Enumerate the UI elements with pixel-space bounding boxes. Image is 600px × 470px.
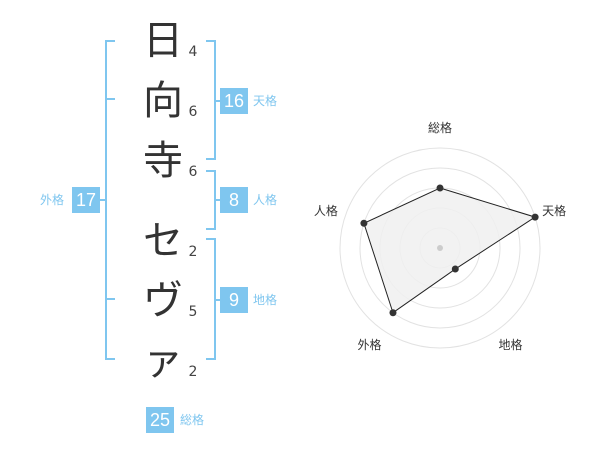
stroke-count: 2 [188, 364, 198, 380]
jinkaku-connector [214, 199, 220, 201]
radar-point [531, 213, 539, 221]
name-character: 向 [143, 78, 183, 124]
tenkaku-connector [214, 100, 220, 102]
radar-point [360, 219, 368, 227]
stroke-count: 5 [188, 304, 198, 320]
chikaku-bracket-tick [206, 358, 216, 360]
gaikaku-label: 外格 [40, 193, 65, 207]
outer-bracket-tick [105, 358, 115, 360]
outer-bracket-tick [105, 298, 115, 300]
soukaku-label: 総格 [180, 413, 205, 427]
name-character: ァ [143, 338, 183, 384]
tenkaku-value: 16 [220, 88, 248, 114]
radar-axis-label: 総格 [428, 120, 452, 135]
radar-points [360, 184, 539, 317]
radar-point [451, 265, 459, 273]
stroke-count: 4 [188, 44, 198, 60]
jinkaku-value: 8 [220, 187, 248, 213]
stroke-count: 6 [188, 104, 198, 120]
outer-bracket-tick [105, 40, 115, 42]
radar-center-dot [437, 245, 443, 251]
outer-bracket-line [105, 40, 107, 360]
tenkaku-bracket-tick [206, 158, 216, 160]
outer-bracket-tick [105, 98, 115, 100]
name-character: 日 [143, 18, 183, 64]
radar-axis-label: 外格 [357, 337, 381, 352]
stroke-count: 6 [188, 164, 198, 180]
radar-polygon [363, 187, 537, 314]
tenkaku-label: 天格 [253, 94, 278, 108]
chikaku-value: 9 [220, 287, 248, 313]
soukaku-value: 25 [146, 407, 174, 433]
name-character: 寺 [143, 138, 183, 184]
chikaku-connector [214, 299, 220, 301]
jinkaku-bracket-tick [206, 170, 216, 172]
jinkaku-bracket-tick [206, 228, 216, 230]
chikaku-bracket-tick [206, 238, 216, 240]
radar-ring [339, 147, 541, 349]
name-character: ヴ [143, 278, 183, 324]
jinkaku-label: 人格 [253, 193, 278, 207]
radar-axis-label: 人格 [314, 203, 338, 218]
radar-ring [359, 167, 521, 329]
stroke-count: 2 [188, 244, 198, 260]
gaikaku-connector [100, 199, 106, 201]
gaikaku-value: 17 [72, 187, 100, 213]
radar-axis-label: 天格 [542, 203, 566, 218]
radar-point [436, 184, 444, 192]
tenkaku-bracket-tick [206, 40, 216, 42]
radar-axis-label: 地格 [499, 337, 523, 352]
chikaku-label: 地格 [253, 293, 278, 307]
name-character: セ [143, 218, 183, 264]
radar-point [389, 309, 397, 317]
